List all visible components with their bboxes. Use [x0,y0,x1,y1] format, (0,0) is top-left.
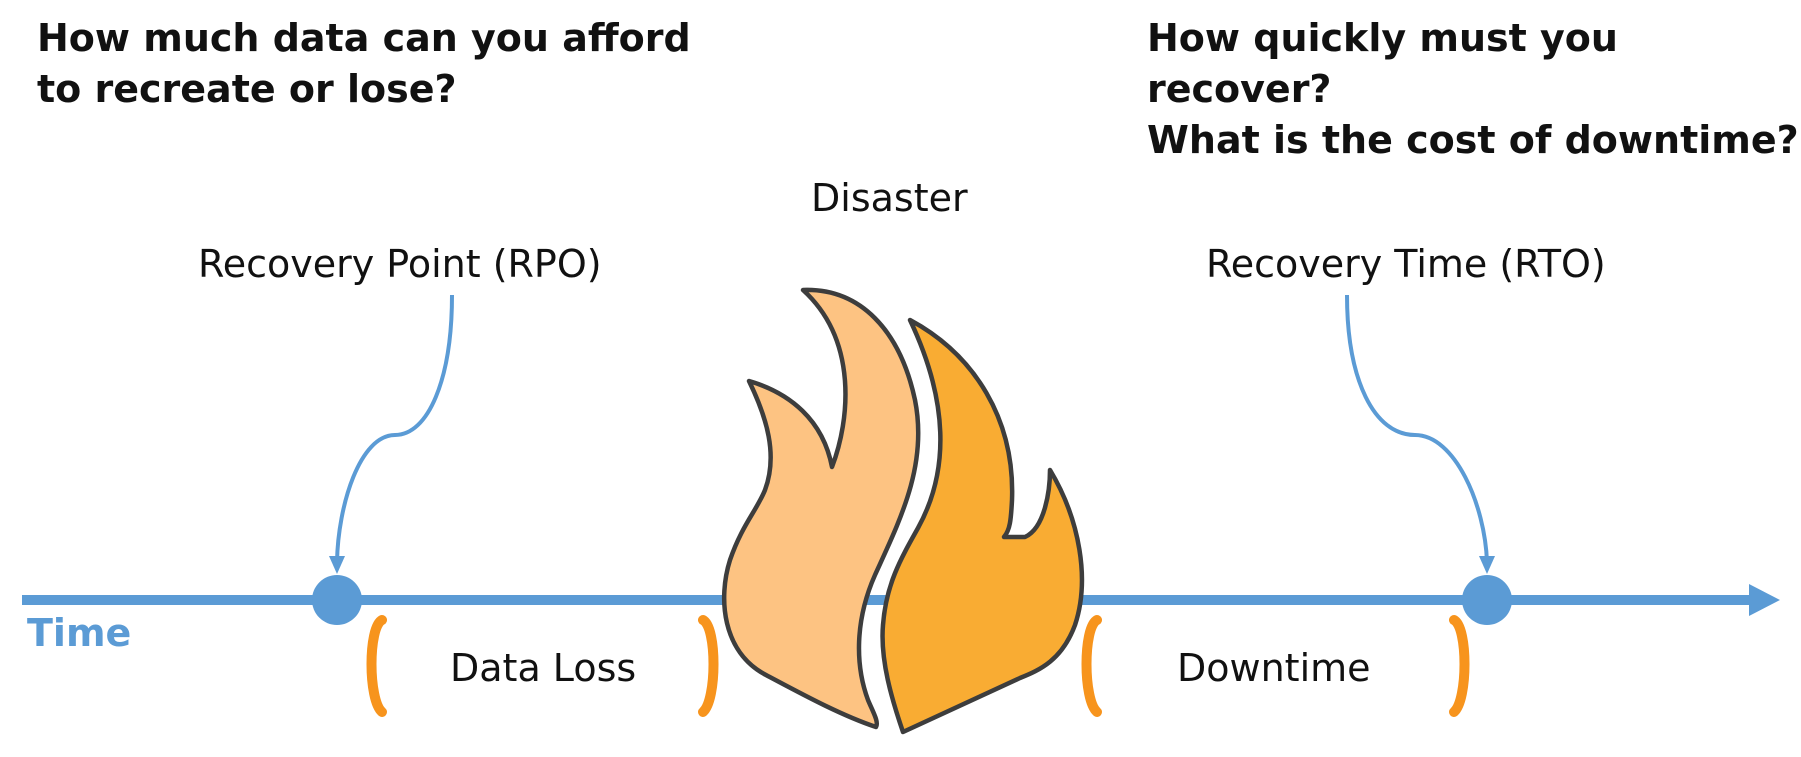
downtime-label: Downtime [1177,646,1371,690]
rpo-pointer-line [335,294,454,563]
rto-pointer-arrowhead [1479,556,1495,574]
recovery-point-marker [312,575,362,625]
data-loss-question-line-1: How much data can you afford [37,16,691,60]
rto-pointer-line [1345,294,1489,563]
data-loss-label: Data Loss [450,646,637,690]
time-axis-label: Time [27,611,132,655]
rpo-pointer-arrowhead [329,556,345,574]
data-loss-bracket-left [366,615,387,717]
downtime-bracket-right [1449,615,1470,717]
downtime-question-line-1: How quickly must you recover? [1147,16,1618,111]
data-loss-question: How much data can you afford to recreate… [37,13,691,115]
timeline-arrowhead [1749,584,1780,616]
rto-label: Recovery Time (RTO) [1206,242,1606,286]
downtime-question-line-2: What is the cost of downtime? [1147,118,1799,162]
downtime-bracket-left [1081,615,1102,717]
flame-icon [721,287,1085,735]
recovery-time-marker [1462,575,1512,625]
data-loss-question-line-2: to recreate or lose? [37,67,457,111]
rpo-label: Recovery Point (RPO) [198,242,602,286]
flame-back-tongue [721,287,921,730]
flame-front-tongue [880,317,1085,735]
disaster-label: Disaster [811,176,968,220]
data-loss-bracket-right [698,615,719,717]
downtime-question: How quickly must you recover? What is th… [1147,13,1801,166]
